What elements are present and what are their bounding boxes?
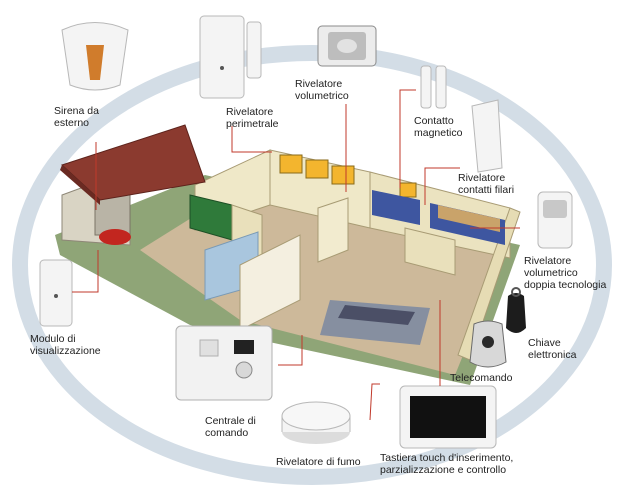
label-display-module: Modulo di visualizzazione bbox=[30, 333, 101, 357]
leader-contatto bbox=[399, 89, 416, 188]
leader-filari bbox=[424, 167, 460, 205]
leader-fumo bbox=[369, 383, 380, 421]
remote-control-icon bbox=[469, 320, 507, 368]
label-dual-tech-detector: Rivelatore volumetrico doppia tecnologia bbox=[524, 255, 607, 291]
magnetic-contact-icon bbox=[420, 65, 447, 109]
leader-lines bbox=[72, 89, 520, 421]
label-smoke-detector: Rivelatore di fumo bbox=[276, 456, 361, 468]
label-outdoor-siren: Sirena da esterno bbox=[54, 105, 99, 129]
label-touch-keypad: Tastiera touch d'inserimento, parzializz… bbox=[380, 452, 514, 476]
leader-modulo bbox=[72, 250, 99, 293]
volumetric-detector-icon bbox=[317, 25, 377, 67]
label-remote-control: Telecomando bbox=[450, 372, 513, 384]
label-control-panel: Centrale di comando bbox=[205, 415, 256, 439]
label-volumetric-detector: Rivelatore volumetrico bbox=[295, 78, 349, 102]
smoke-detector-icon bbox=[281, 401, 351, 444]
house-cutaway bbox=[55, 124, 521, 385]
leader-centrale bbox=[278, 335, 303, 366]
perimeter-detector-icon bbox=[199, 15, 262, 99]
touch-keypad-icon bbox=[399, 385, 497, 449]
control-panel-icon bbox=[175, 325, 273, 401]
dual-tech-detector-icon bbox=[537, 191, 573, 249]
label-perimeter-detector: Rivelatore perimetrale bbox=[226, 106, 279, 130]
label-wired-contacts-detector: Rivelatore contatti filari bbox=[458, 172, 515, 196]
leader-perimetrale bbox=[231, 126, 272, 153]
electronic-key-icon bbox=[506, 287, 526, 333]
label-magnetic-contact: Contatto magnetico bbox=[414, 115, 463, 139]
wired-contacts-detector-icon bbox=[471, 99, 503, 173]
label-electronic-key: Chiave elettronica bbox=[528, 337, 577, 361]
display-module-icon bbox=[39, 259, 73, 327]
system-ring bbox=[12, 45, 612, 485]
outdoor-siren-icon bbox=[61, 22, 129, 91]
